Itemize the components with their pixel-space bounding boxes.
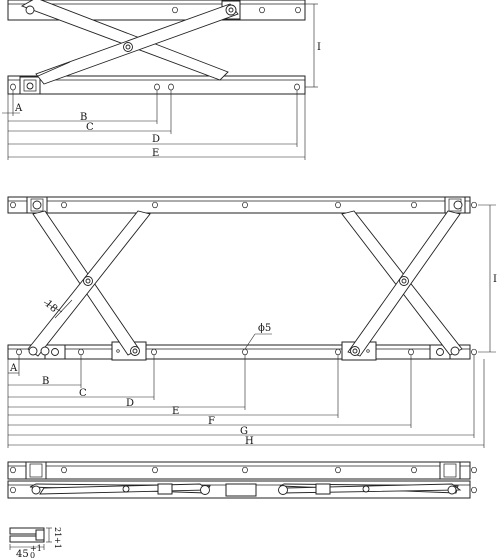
folded-slider: [157, 483, 173, 495]
mid-dim-G: G: [240, 426, 248, 437]
profile-section: 45 +1 0 21 +1: [9, 527, 62, 559]
mid-dim-H: H: [245, 436, 254, 447]
mid-upper-hole: [471, 201, 477, 209]
profile-width-tol-upper: +1: [30, 544, 42, 553]
mid-left-slider-pivot-inner: [132, 348, 138, 354]
mid-lower-hole: [151, 348, 157, 356]
folded-hole: [242, 466, 248, 474]
mid-upper-hole: [411, 201, 417, 209]
top-lower-hole: [154, 83, 160, 91]
folded-bracket-left: [25, 461, 47, 480]
mid-arm-width-tick: [54, 299, 73, 319]
middle-view: 18 ϕ5 I A B C D E F G H: [7, 196, 497, 448]
mid-lower-hole: [78, 348, 84, 356]
top-dim-D: D: [152, 134, 160, 145]
top-upper-hole: [295, 6, 301, 14]
mid-hole-dia: ϕ5: [258, 323, 271, 334]
top-dim-E: E: [152, 148, 159, 159]
top-arm-b: [35, 3, 239, 85]
mid-lower-bracket-right-pivot: [436, 348, 444, 356]
top-arm-edge: [37, 61, 71, 77]
folded-hole: [411, 466, 417, 474]
mid-lower-hole: [242, 348, 248, 356]
mid-right-slider-pivot-inner: [352, 348, 358, 354]
top-dim-B: B: [80, 112, 87, 123]
mid-rivet: [116, 349, 120, 353]
folded-bracket-right: [439, 461, 461, 480]
top-lower-pivot: [26, 82, 34, 90]
mid-lower-hole: [408, 348, 414, 356]
mid-left-center-pivot-inner: [85, 278, 91, 284]
top-lower-hole: [294, 83, 300, 91]
mid-right-lower-pivot: [450, 346, 460, 356]
profile-width-tol-lower: 0: [30, 551, 35, 559]
mid-left-lower-pivot-2: [40, 346, 50, 356]
folded-hole: [471, 466, 477, 474]
folded-hole: [152, 466, 158, 474]
mid-left-lower-pivot: [28, 346, 38, 356]
mid-dim-I: I: [493, 274, 497, 285]
mid-arm-width-leader: [43, 301, 63, 313]
folded-pivot: [447, 485, 457, 495]
mid-upper-bar: [7, 196, 471, 214]
folded-center-block: [225, 483, 257, 497]
mid-upper-hole: [152, 201, 158, 209]
top-upper-hole: [259, 6, 265, 14]
folded-hole: [10, 486, 16, 494]
mid-upper-hole: [242, 201, 248, 209]
profile-height: 21: [53, 527, 62, 537]
mid-upper-hole: [61, 201, 67, 209]
top-view: I A B C D E: [2, 0, 321, 160]
folded-upper-bar: [7, 461, 471, 480]
folded-slider: [315, 483, 331, 495]
top-center-pivot-inner: [125, 44, 131, 50]
folded-pivot: [122, 485, 130, 493]
mid-dim-F: F: [208, 416, 215, 427]
folded-hole: [471, 486, 477, 494]
mid-dim-B: B: [42, 376, 49, 387]
folded-pivot: [200, 485, 210, 495]
profile-height-tol: +1: [53, 537, 62, 549]
mid-rivet: [366, 349, 370, 353]
top-lower-hole: [10, 83, 16, 91]
top-lower-bracket-inner: [23, 79, 37, 92]
mid-left-upper-pivot: [32, 200, 42, 210]
folded-pivot: [278, 485, 288, 495]
top-slider-pivot-inner: [228, 7, 234, 13]
top-arm-pivot: [25, 5, 35, 15]
mid-lower-hole: [16, 348, 22, 356]
mid-upper-bracket-left-inner: [30, 198, 44, 212]
mid-dim-D: D: [126, 398, 134, 409]
top-arm-a: [20, 0, 229, 81]
mid-right-upper-pivot: [453, 200, 463, 210]
folded-bracket-left-inner: [29, 463, 43, 478]
mid-lower-hole: [335, 348, 341, 356]
folded-hole: [335, 466, 341, 474]
profile-width: 45: [16, 549, 29, 559]
mid-right-center-pivot-inner: [401, 278, 407, 284]
mid-lower-bar: [7, 344, 471, 360]
mid-upper-hole: [10, 201, 16, 209]
folded-bracket-right-inner: [443, 463, 457, 478]
top-dim-A: A: [14, 103, 23, 114]
mid-dim-A: A: [9, 363, 18, 374]
mid-dim-C: C: [79, 388, 87, 399]
mid-upper-hole: [335, 201, 341, 209]
folded-pivot: [31, 485, 41, 495]
mid-lower-bracket-left-pivot: [51, 348, 59, 356]
top-dim-C: C: [86, 122, 94, 133]
profile-web: [35, 529, 45, 541]
folded-hole: [61, 466, 67, 474]
top-dim-I: I: [317, 42, 321, 53]
folded-pivot: [362, 485, 370, 493]
top-upper-hole: [172, 6, 178, 14]
top-lower-hole: [168, 83, 174, 91]
mid-dim-E: E: [172, 406, 179, 417]
mid-hole-leader: [244, 333, 256, 350]
folded-view: [7, 461, 477, 499]
folded-hole: [10, 466, 16, 474]
mid-lower-hole: [471, 348, 477, 356]
